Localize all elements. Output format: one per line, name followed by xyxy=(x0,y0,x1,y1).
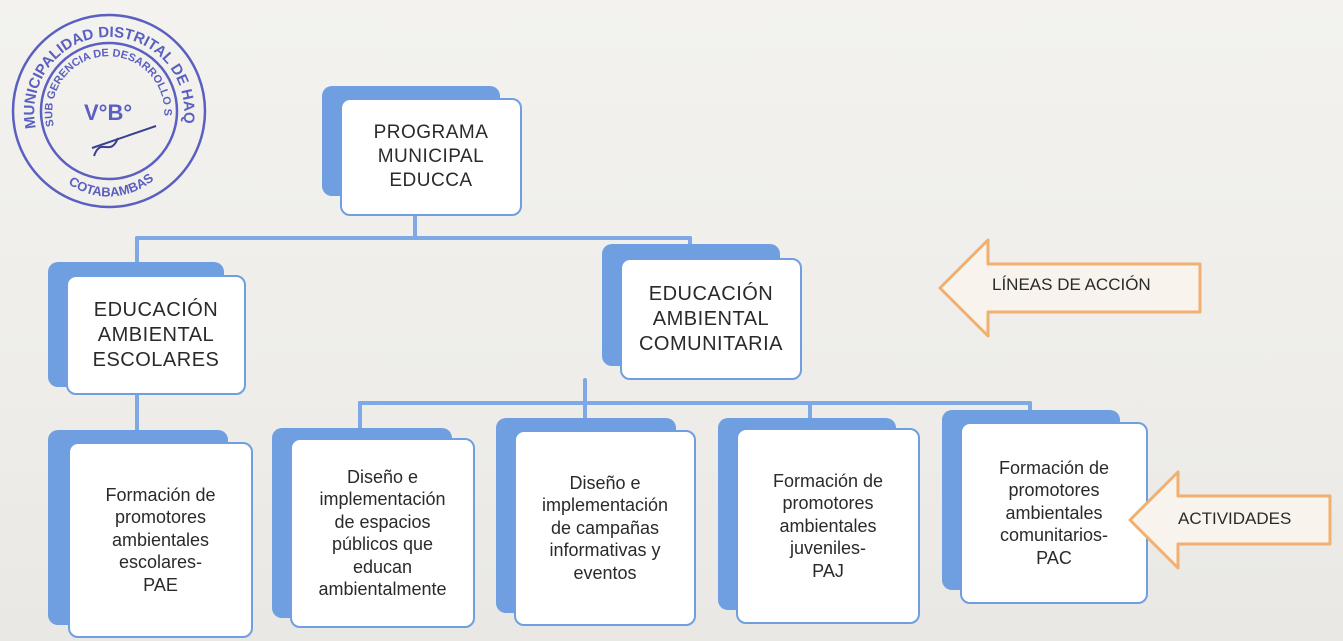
activity-label-paj: Formación de promotores ambientales juve… xyxy=(772,470,884,581)
municipal-seal-stamp: MUNICIPALIDAD DISTRITAL DE HAQUIRA SUB G… xyxy=(6,8,207,209)
lines-of-action-label: LÍNEAS DE ACCIÓN xyxy=(992,275,1151,294)
line-label-comunitaria: EDUCACIÓN AMBIENTAL COMUNITARIA xyxy=(638,282,783,355)
activities-label: ACTIVIDADES xyxy=(1178,509,1292,528)
root-label: PROGRAMA MUNICIPAL EDUCCA xyxy=(373,122,489,191)
activity-label-espacios: Diseño e implementación de espacios públ… xyxy=(318,466,447,600)
lines-of-action-arrow xyxy=(938,238,1202,338)
activity-label-pac: Formación de promotores ambientales comu… xyxy=(998,457,1110,568)
line-label-escolares: EDUCACIÓN AMBIENTAL ESCOLARES xyxy=(92,298,220,371)
activity-label-pae: Formación de promotores ambientales esco… xyxy=(105,484,216,595)
activities-arrow xyxy=(1128,470,1332,570)
svg-text:V°B°: V°B° xyxy=(84,100,132,125)
activity-label-campanas: Diseño e implementación de campañas info… xyxy=(541,472,669,583)
